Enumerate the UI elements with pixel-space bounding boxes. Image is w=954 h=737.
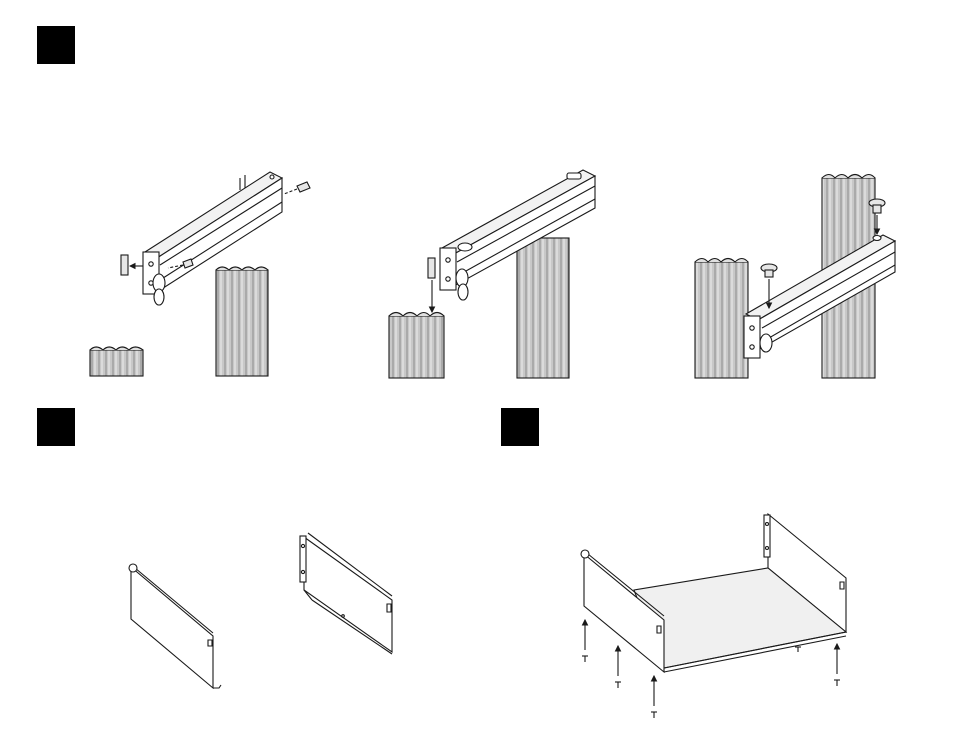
figure-bracket-on-post: [389, 170, 595, 378]
figure-bracket-fastened: [695, 175, 895, 379]
figure-left-side-panel: [129, 564, 221, 688]
screw-icon: [795, 647, 801, 652]
screw-icon: [651, 712, 657, 718]
nut-icon: [428, 258, 435, 278]
extrusion-post-front: [695, 259, 748, 379]
figure-assembled-shelf: [581, 514, 846, 718]
screw-icon: [761, 264, 777, 277]
extrusion-post-short: [90, 347, 143, 376]
screw-icon: [615, 682, 621, 688]
extrusion-post-tall: [216, 267, 268, 376]
extrusion-post-short: [389, 313, 444, 379]
figure-bracket-with-screws: [90, 172, 310, 376]
screw-icon: [834, 680, 840, 686]
extrusion-post-tall: [517, 238, 569, 378]
screw-icon: [582, 656, 588, 662]
screw-icon: [284, 182, 310, 194]
figure-right-side-panel: [300, 533, 392, 654]
nut-icon: [121, 255, 128, 275]
